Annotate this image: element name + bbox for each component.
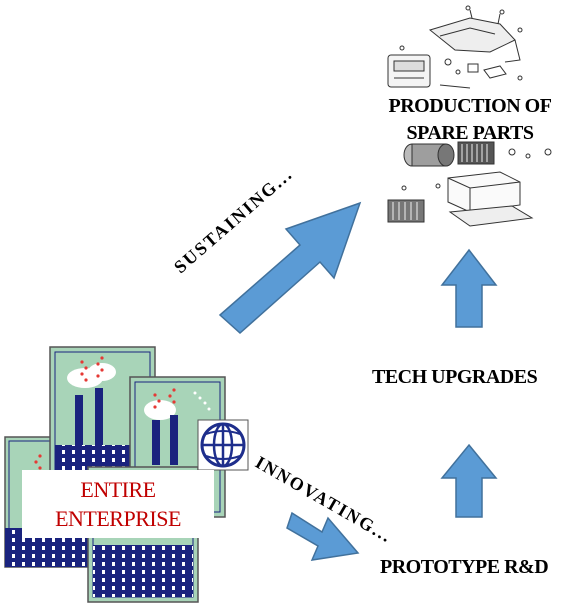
enterprise-label-line2: ENTERPRISE xyxy=(55,506,181,531)
production-label-line2: SPARE PARTS xyxy=(406,122,534,144)
enterprise-label-box xyxy=(22,470,214,538)
production-label-line1: PRODUCTION OF xyxy=(388,95,552,117)
upgrade-arrow-bottom xyxy=(440,443,498,518)
production-label: PRODUCTION OF SPARE PARTS xyxy=(360,93,580,147)
globe-icon xyxy=(197,419,249,471)
enterprise-label: ENTIRE ENTERPRISE xyxy=(22,475,214,533)
enterprise-label-line1: ENTIRE xyxy=(80,477,156,502)
tech-upgrades-label: TECH UPGRADES xyxy=(372,366,538,388)
upgrade-arrow-top xyxy=(440,248,498,328)
innovating-arrow xyxy=(286,511,360,561)
prototype-label: PROTOTYPE R&D xyxy=(380,556,549,578)
sustaining-arrow xyxy=(218,201,362,335)
spare-parts-illustration xyxy=(387,5,552,227)
